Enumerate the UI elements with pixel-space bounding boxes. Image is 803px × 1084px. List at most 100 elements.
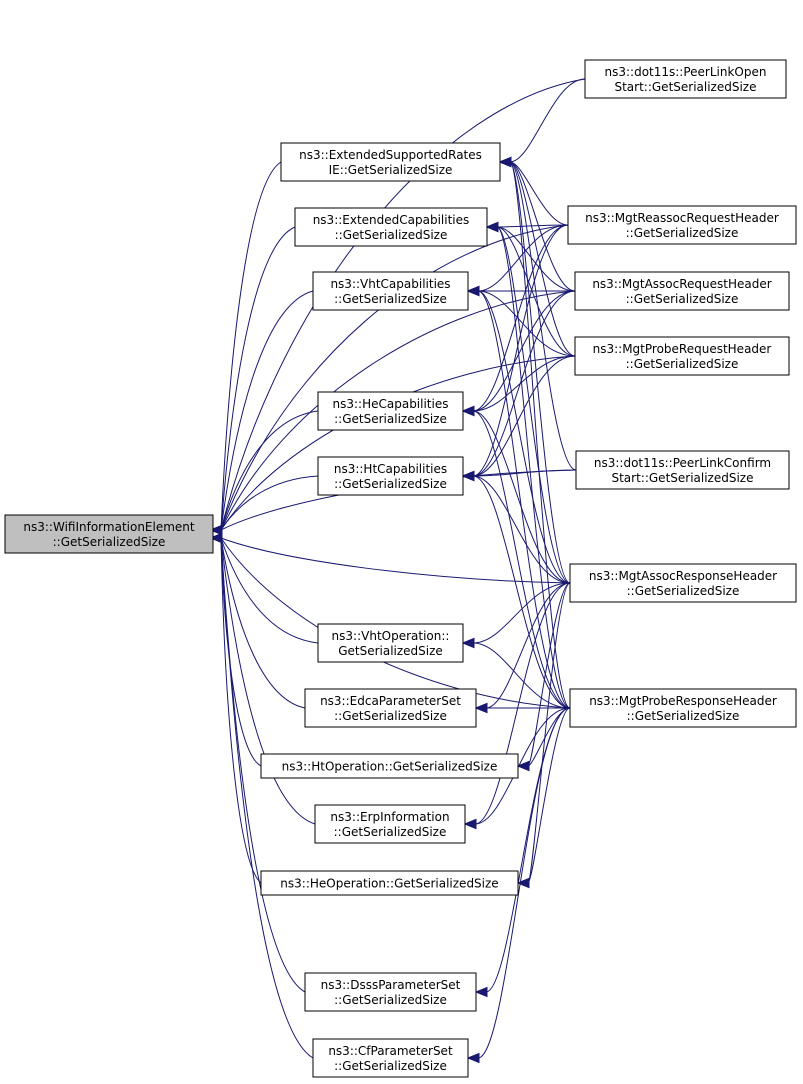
node-cf[interactable]: ns3::CfParameterSet::GetSerializedSize: [312, 1038, 469, 1078]
node-box: [574, 271, 790, 311]
edge-probe-resp-to-cf: [477, 707, 571, 1059]
edge-peer-open-to-ext-sup-rates: [509, 78, 586, 163]
edge-assoc-resp-to-erp: [474, 582, 571, 825]
arrowhead: [516, 877, 530, 889]
node-label: Start::GetSerializedSize: [614, 80, 756, 94]
node-label: ns3::MgtProbeRequestHeader: [593, 342, 772, 356]
edge-probe-resp-to-root: [220, 537, 571, 709]
node-label: ns3::HeOperation::GetSerializedSize: [280, 877, 498, 891]
node-box: [317, 456, 464, 496]
node-label: ns3::ExtendedCapabilities: [313, 213, 470, 227]
node-peer-confirm[interactable]: ns3::dot11s::PeerLinkConfirmStart::GetSe…: [575, 450, 790, 490]
edge-probe-resp-to-erp: [474, 707, 571, 825]
node-label: ns3::HeCapabilities: [333, 397, 449, 411]
edge-assoc-req-to-ht-caps: [472, 290, 576, 477]
node-box: [569, 563, 797, 603]
edge-peer-confirm-to-ext-sup-rates: [509, 161, 577, 471]
edge-assoc-req-to-ext-caps: [496, 226, 576, 292]
node-root[interactable]: ns3::WifiInformationElement::GetSerializ…: [4, 514, 214, 554]
edge-vht-caps-to-root: [220, 290, 314, 531]
node-label: ::GetSerializedSize: [334, 993, 447, 1007]
node-box: [317, 391, 464, 431]
node-box: [280, 142, 501, 182]
node-dsss[interactable]: ns3::DsssParameterSet::GetSerializedSize: [304, 972, 477, 1012]
edge-probe-resp-to-ht-caps: [472, 475, 571, 709]
edge-reassoc-req-to-ht-caps: [472, 224, 569, 477]
node-box: [569, 688, 797, 728]
node-he-op[interactable]: ns3::HeOperation::GetSerializedSize: [260, 870, 519, 896]
edge-assoc-resp-to-edca: [485, 582, 571, 709]
node-label: IE::GetSerializedSize: [329, 163, 453, 177]
node-label: ns3::dot11s::PeerLinkConfirm: [594, 456, 771, 470]
node-box: [260, 870, 519, 896]
node-peer-open[interactable]: ns3::dot11s::PeerLinkOpenStart::GetSeria…: [584, 59, 787, 99]
edge-reassoc-req-to-ext-caps: [496, 224, 569, 228]
node-he-caps[interactable]: ns3::HeCapabilities::GetSerializedSize: [317, 391, 464, 431]
edge-assoc-req-to-root: [220, 290, 576, 531]
arrowhead: [209, 532, 223, 544]
node-box: [317, 623, 464, 663]
node-box: [567, 205, 797, 245]
edge-probe-resp-to-vht-caps: [477, 290, 571, 709]
arrowhead: [485, 221, 499, 233]
node-ext-sup-rates[interactable]: ns3::ExtendedSupportedRatesIE::GetSerial…: [280, 142, 501, 182]
arrowhead: [209, 524, 223, 536]
node-erp[interactable]: ns3::ErpInformation::GetSerializedSize: [314, 804, 466, 844]
node-label: GetSerializedSize: [338, 644, 443, 658]
arrowhead: [461, 405, 475, 417]
node-label: ::GetSerializedSize: [334, 1059, 447, 1073]
edge-assoc-resp-to-he-op: [527, 582, 571, 884]
node-box: [260, 753, 519, 779]
node-edca[interactable]: ns3::EdcaParameterSet::GetSerializedSize: [304, 688, 477, 728]
node-probe-resp[interactable]: ns3::MgtProbeResponseHeader::GetSerializ…: [569, 688, 797, 728]
node-label: ::GetSerializedSize: [626, 357, 739, 371]
node-box: [584, 59, 787, 99]
node-label: ns3::CfParameterSet: [328, 1044, 453, 1058]
node-box: [312, 271, 469, 311]
arrowhead: [466, 1052, 480, 1064]
node-label: ns3::MgtAssocResponseHeader: [589, 569, 777, 583]
node-box: [575, 450, 790, 490]
node-label: ns3::ExtendedSupportedRates: [299, 148, 482, 162]
node-assoc-req[interactable]: ns3::MgtAssocRequestHeader::GetSerialize…: [574, 271, 790, 311]
edge-reassoc-req-to-he-caps: [472, 224, 569, 412]
edge-ext-caps-to-root: [220, 226, 296, 531]
node-box: [574, 336, 790, 376]
node-assoc-resp[interactable]: ns3::MgtAssocResponseHeader::GetSerializ…: [569, 563, 797, 603]
node-ht-caps[interactable]: ns3::HtCapabilities::GetSerializedSize: [317, 456, 464, 496]
edge-probe-resp-to-ext-sup-rates: [509, 161, 571, 709]
node-label: ns3::VhtCapabilities: [330, 277, 450, 291]
arrowhead: [498, 156, 512, 168]
edge-assoc-resp-to-ht-op: [527, 582, 571, 767]
node-reassoc-req[interactable]: ns3::MgtReassocRequestHeader::GetSeriali…: [567, 205, 797, 245]
edge-reassoc-req-to-vht-caps: [477, 224, 569, 292]
node-box: [294, 207, 488, 247]
node-label: ns3::VhtOperation::: [332, 629, 450, 643]
node-label: ::GetSerializedSize: [53, 535, 166, 549]
edge-assoc-resp-to-ht-caps: [472, 475, 571, 584]
node-label: ::GetSerializedSize: [626, 292, 739, 306]
edge-probe-resp-to-he-op: [527, 707, 571, 884]
node-vht-op[interactable]: ns3::VhtOperation::GetSerializedSize: [317, 623, 464, 663]
node-label: ns3::HtCapabilities: [334, 462, 447, 476]
arrowhead: [474, 986, 488, 998]
edge-assoc-resp-to-vht-op: [472, 582, 571, 644]
edge-assoc-req-to-he-caps: [472, 290, 576, 412]
arrowhead: [463, 818, 477, 830]
node-probe-req[interactable]: ns3::MgtProbeRequestHeader::GetSerialize…: [574, 336, 790, 376]
edges-layer: [209, 78, 586, 1064]
node-label: ::GetSerializedSize: [334, 709, 447, 723]
edge-edca-to-root: [220, 537, 306, 709]
edge-probe-resp-to-he-caps: [472, 410, 571, 709]
node-vht-caps[interactable]: ns3::VhtCapabilities::GetSerializedSize: [312, 271, 469, 311]
edge-assoc-resp-to-ext-caps: [496, 226, 571, 584]
node-label: ::GetSerializedSize: [334, 477, 447, 491]
node-ext-caps[interactable]: ns3::ExtendedCapabilities::GetSerialized…: [294, 207, 488, 247]
node-box: [304, 972, 477, 1012]
node-label: Start::GetSerializedSize: [611, 471, 753, 485]
node-label: ::GetSerializedSize: [626, 226, 739, 240]
arrowhead: [466, 285, 480, 297]
arrowhead: [516, 760, 530, 772]
node-label: ns3::MgtAssocRequestHeader: [592, 277, 771, 291]
node-ht-op[interactable]: ns3::HtOperation::GetSerializedSize: [260, 753, 519, 779]
